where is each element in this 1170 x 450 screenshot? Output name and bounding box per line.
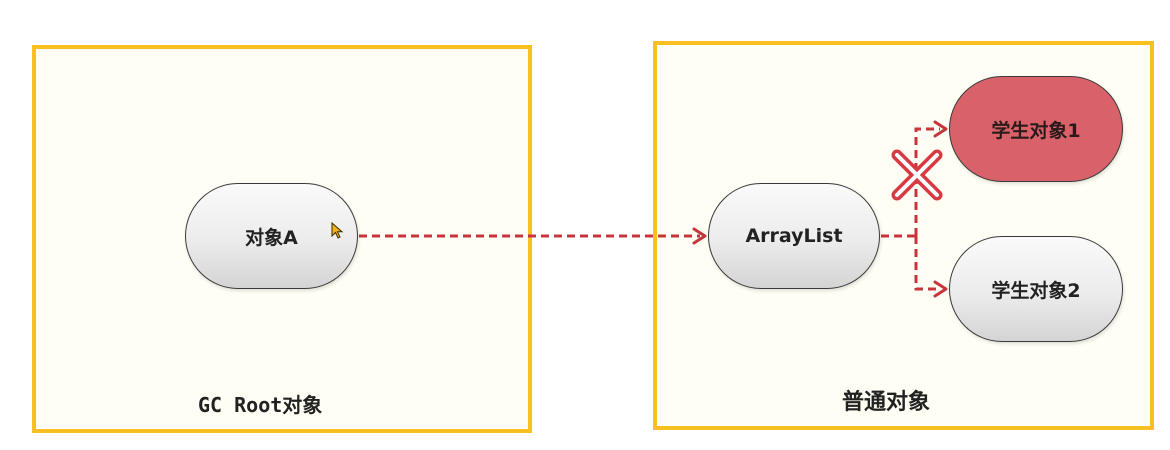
student-object-1-node: 学生对象1 — [949, 76, 1123, 182]
mouse-pointer-icon — [331, 222, 344, 239]
student-object-2-node: 学生对象2 — [949, 236, 1123, 342]
object-a-node: 对象A — [185, 183, 358, 289]
normal-objects-panel-label: 普通对象 — [842, 390, 931, 415]
gc-root-panel-label: GC Root对象 — [198, 393, 323, 417]
arraylist-node: ArrayList — [708, 183, 880, 289]
